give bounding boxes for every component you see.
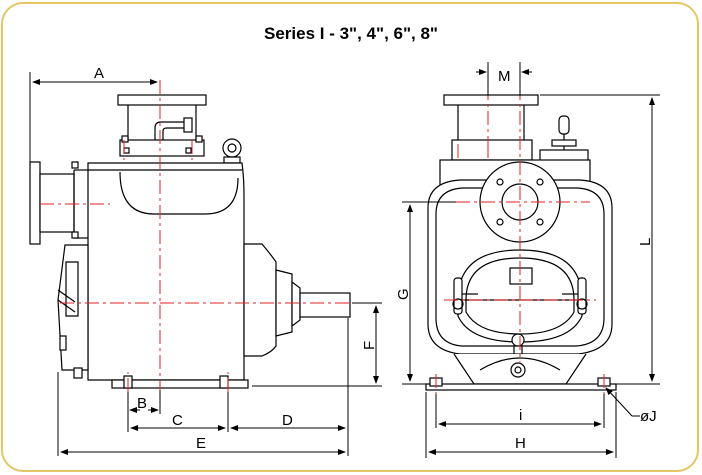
label-e: E bbox=[196, 435, 206, 452]
side-view-dimensions bbox=[29, 72, 382, 456]
front-view-dimensions bbox=[402, 62, 660, 458]
label-a: A bbox=[94, 65, 104, 82]
label-g: G bbox=[395, 288, 412, 300]
label-c: C bbox=[172, 412, 183, 429]
dimension-labels: A B C D E F G H i øJ L M bbox=[94, 65, 657, 452]
label-m: M bbox=[498, 68, 511, 85]
diagram-title: Series I - 3", 4", 6", 8" bbox=[264, 24, 438, 43]
label-d: D bbox=[282, 412, 293, 429]
side-view bbox=[29, 94, 351, 389]
label-l: L bbox=[637, 238, 654, 246]
label-b: B bbox=[137, 395, 147, 412]
label-f: F bbox=[361, 341, 378, 350]
front-view bbox=[425, 94, 617, 391]
label-i: i bbox=[519, 407, 522, 424]
label-h: H bbox=[515, 435, 526, 452]
front-view-centerlines bbox=[435, 86, 605, 394]
label-j: øJ bbox=[640, 408, 657, 425]
side-view-centerlines bbox=[40, 80, 360, 392]
